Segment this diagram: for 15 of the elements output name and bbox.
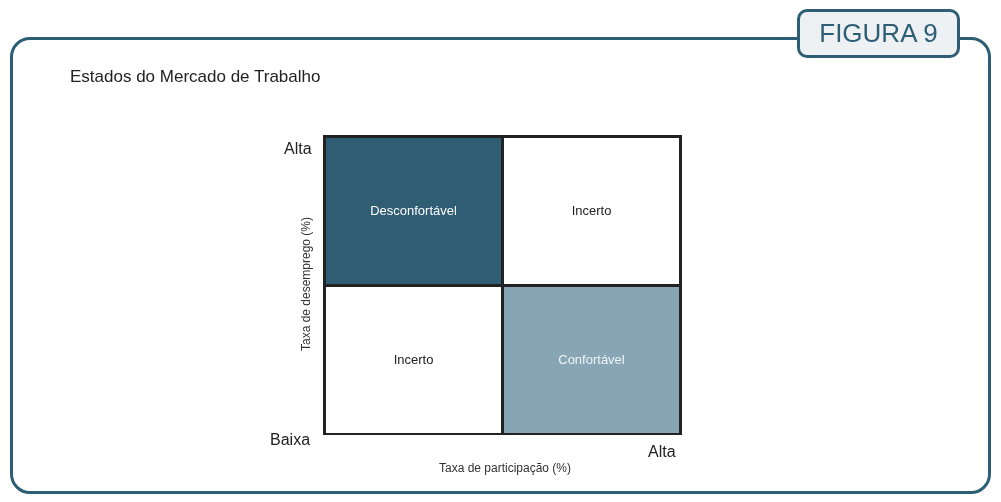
quadrant-label: Incerto <box>571 202 612 221</box>
axis-title: Taxa de desemprego (%) <box>298 215 314 354</box>
quadrant-label: Desconfortável <box>370 202 457 221</box>
axis-title: Taxa de participação (%) <box>437 460 573 477</box>
axis-tick-label: Alta <box>648 442 676 462</box>
quadrant-cell <box>326 287 501 433</box>
quadrant-label: Confortável <box>558 351 625 370</box>
quadrant-cell <box>326 138 501 284</box>
figure-tab: FIGURA 9 <box>797 9 960 58</box>
quadrant-cell <box>504 138 679 284</box>
axis-tick-label: Baixa <box>270 430 311 450</box>
quadrant-label: Incerto <box>393 351 434 370</box>
quadrant-cell <box>504 287 679 433</box>
diagram-title: Estados do Mercado de Trabalho <box>70 66 321 88</box>
axis-tick-label: Alta <box>284 139 312 159</box>
